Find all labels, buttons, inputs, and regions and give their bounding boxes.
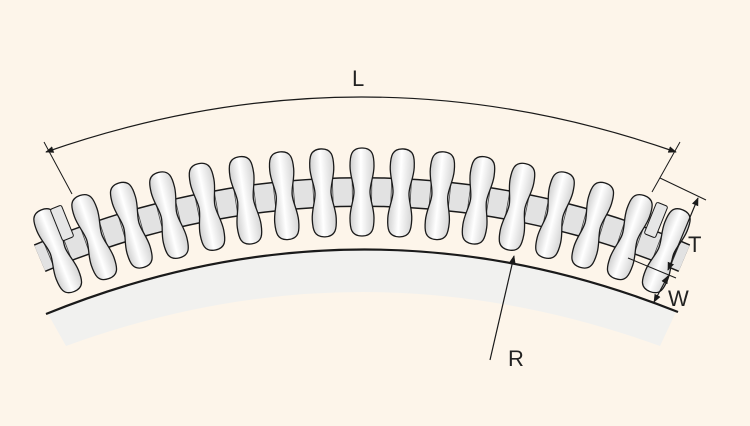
radius-dimension-line bbox=[489, 255, 516, 361]
roller-body bbox=[498, 162, 536, 251]
roller bbox=[498, 162, 536, 251]
width-dimension-line bbox=[653, 275, 669, 303]
roller-body bbox=[606, 194, 653, 281]
radius-label: R bbox=[508, 346, 524, 371]
length-label: L bbox=[352, 66, 364, 91]
roller-body bbox=[109, 181, 153, 269]
left-end-nut bbox=[50, 205, 74, 241]
roller bbox=[606, 194, 653, 281]
roller bbox=[71, 194, 118, 281]
roller-body bbox=[188, 162, 226, 251]
roller-body bbox=[461, 155, 496, 245]
roller-body bbox=[387, 148, 415, 238]
width-label: W bbox=[668, 286, 689, 311]
roller-body bbox=[149, 171, 189, 260]
roller bbox=[309, 148, 337, 238]
length-extension-left bbox=[43, 141, 73, 195]
roller-body bbox=[424, 151, 456, 241]
roller bbox=[149, 171, 189, 260]
roller-body bbox=[228, 155, 263, 245]
roller bbox=[535, 171, 575, 260]
frame-band bbox=[48, 249, 676, 346]
roller bbox=[424, 151, 456, 241]
roller bbox=[349, 147, 375, 237]
roller bbox=[268, 151, 300, 241]
frame-edge-curve bbox=[45, 248, 679, 316]
roller bbox=[387, 148, 415, 238]
roller-body bbox=[268, 151, 300, 241]
length-extension-right bbox=[651, 141, 681, 193]
roller bbox=[461, 155, 496, 245]
roller-body bbox=[535, 171, 575, 260]
thickness-extension-top bbox=[659, 177, 707, 201]
length-dimension-arc bbox=[45, 96, 677, 153]
thickness-dimension-line bbox=[667, 197, 699, 271]
roller bbox=[188, 162, 226, 251]
right-end-nut bbox=[644, 202, 668, 238]
roller bbox=[571, 181, 615, 269]
roller-body bbox=[71, 194, 118, 281]
thickness-extension-bottom bbox=[627, 257, 677, 279]
roller-body bbox=[349, 147, 375, 237]
roller-body bbox=[571, 181, 615, 269]
roller bbox=[109, 181, 153, 269]
roller-body bbox=[309, 148, 337, 238]
thickness-label: T bbox=[688, 232, 701, 257]
roller bbox=[228, 155, 263, 245]
